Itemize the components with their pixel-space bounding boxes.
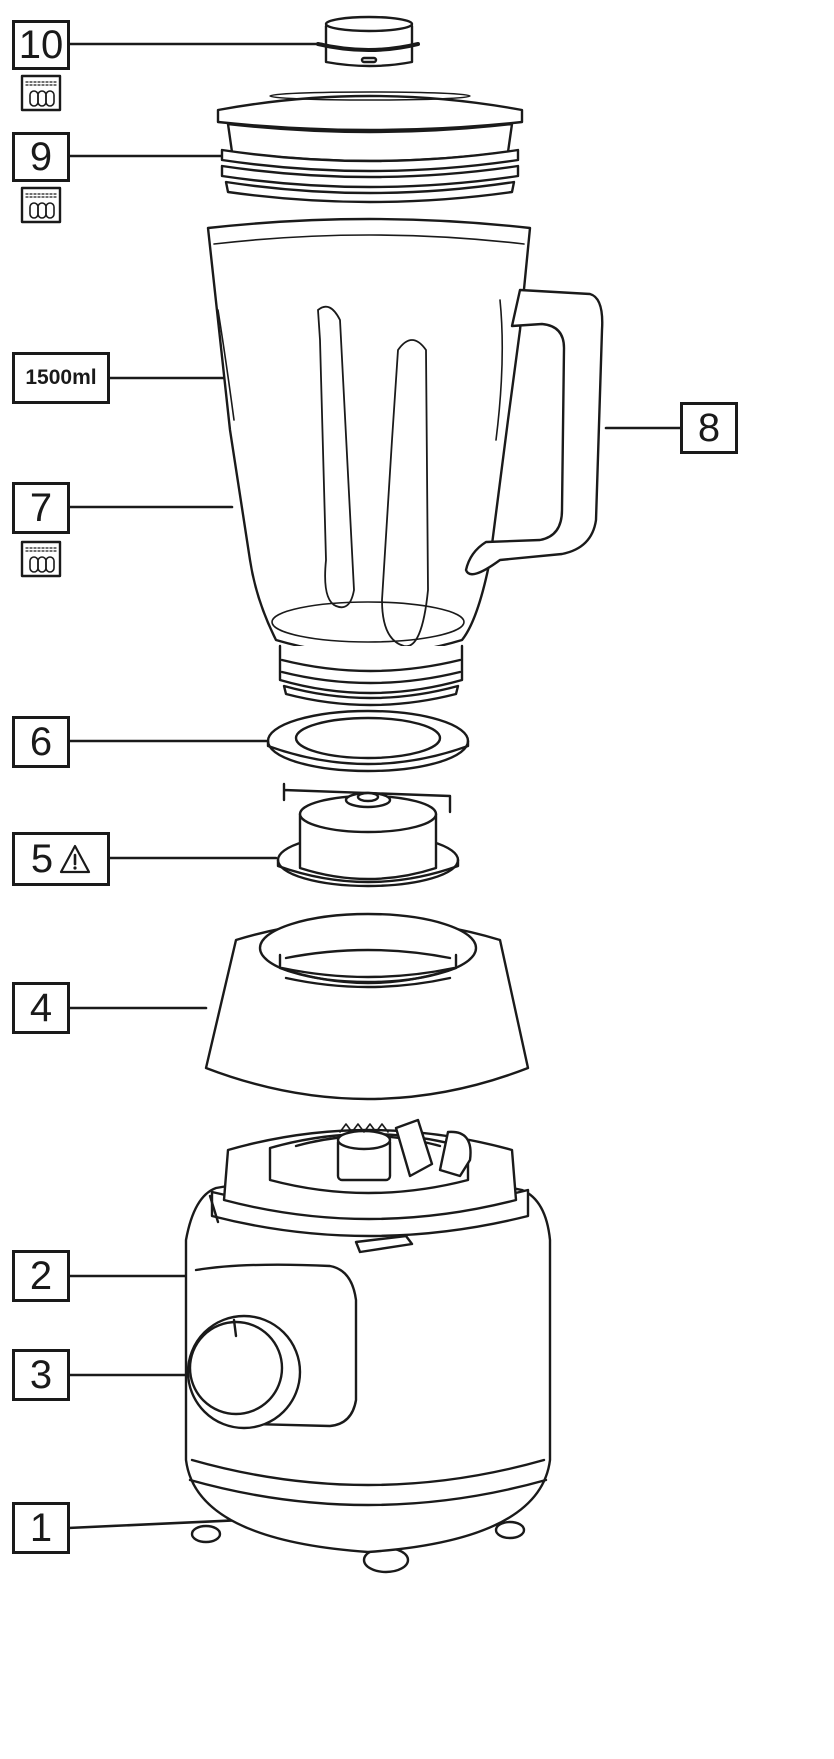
label-part-3-text: 3 [29,1353,53,1397]
label-part-10-text: 10 [18,23,64,67]
lid [216,91,524,204]
warning-triangle-icon [60,844,91,874]
label-part-1-text: 1 [29,1506,53,1550]
label-part-2-text: 2 [29,1254,53,1298]
label-capacity: 1500ml [12,352,110,404]
label-part-7: 7 [12,482,70,534]
label-part-5: 5 [12,832,110,886]
label-capacity-text: 1500ml [25,366,97,389]
label-part-9-text: 9 [29,135,53,179]
label-part-10: 10 [12,20,70,70]
label-part-7-text: 7 [29,486,53,530]
label-part-1: 1 [12,1502,70,1554]
jug-base-collar [204,912,530,1101]
label-part-4-text: 4 [29,986,53,1030]
sealing-ring [266,709,470,773]
label-part-8: 8 [680,402,738,454]
leader-lines [66,42,684,1530]
label-part-2: 2 [12,1250,70,1302]
label-part-4: 4 [12,982,70,1034]
motor-base [184,1118,552,1574]
blender-jug [206,217,604,707]
dishwasher-safe-icon-lid-cap [20,74,62,112]
label-part-3: 3 [12,1349,70,1401]
label-part-6-text: 6 [29,720,53,764]
blade-assembly [276,782,460,888]
label-part-8-text: 8 [697,406,721,450]
label-part-6: 6 [12,716,70,768]
measuring-cap [316,15,420,68]
label-part-5-text: 5 [30,837,54,881]
dishwasher-safe-icon-jug [20,540,62,578]
dishwasher-safe-icon-lid [20,186,62,224]
label-part-9: 9 [12,132,70,182]
